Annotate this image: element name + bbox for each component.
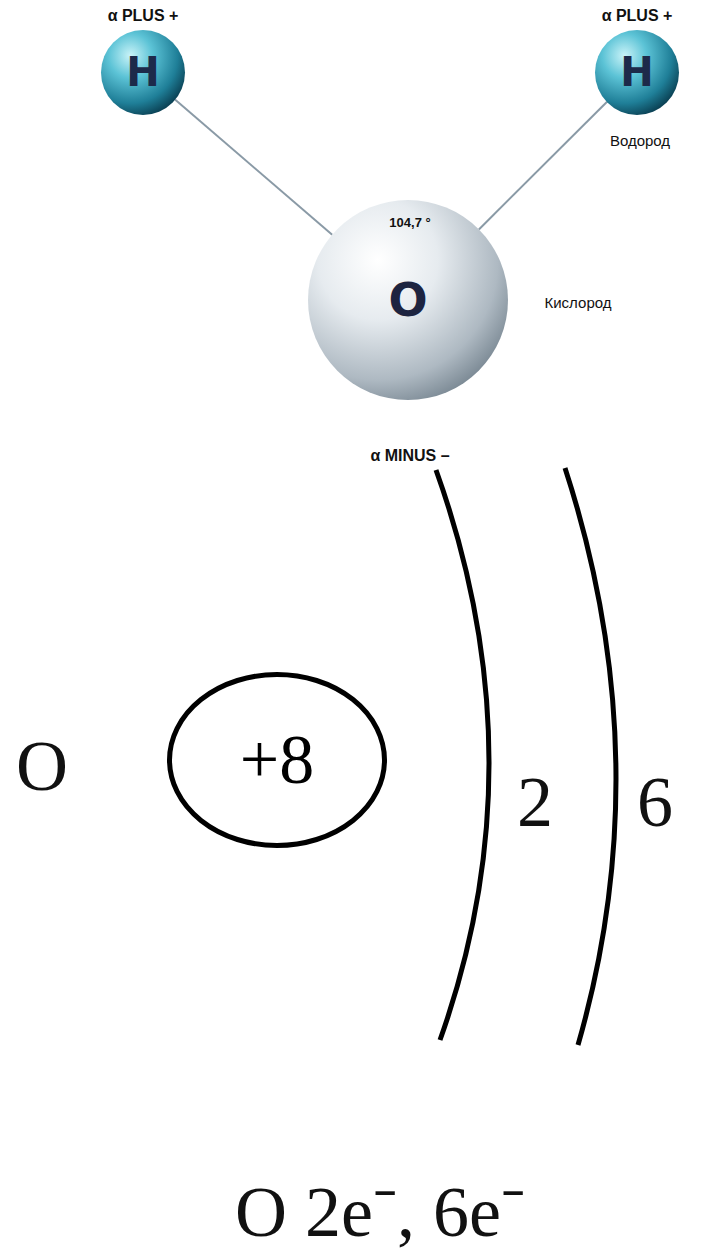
electron-configuration: O 2e⁻, 6e⁻ — [235, 1159, 525, 1253]
hydrogen-atom: H — [101, 30, 185, 115]
node-text: H — [126, 49, 159, 95]
atom-sphere — [595, 30, 679, 115]
nucleus: +8 — [167, 672, 387, 848]
node-text: +8 — [240, 720, 314, 800]
atom-name: Водород — [610, 132, 670, 149]
nucleus-outline — [170, 675, 385, 846]
bond-line — [175, 100, 332, 235]
charge-label: α MINUS – — [370, 447, 449, 465]
electron-shell-2 — [565, 468, 616, 1045]
electron-count: 6 — [637, 761, 673, 844]
hydrogen-atom: H — [595, 30, 679, 115]
charge-label: α PLUS + — [602, 7, 673, 25]
bond-line — [479, 102, 607, 230]
element-symbol: O — [16, 725, 68, 808]
electron-shell-1 — [436, 470, 489, 1040]
node-text: O — [388, 273, 427, 327]
atom-name: Кислород — [545, 294, 612, 311]
angle-label: 104,7 ° — [389, 215, 430, 230]
electron-count: 2 — [517, 761, 553, 844]
atom-sphere — [101, 30, 185, 115]
node-text: H — [620, 49, 653, 95]
oxygen-atom: O — [308, 200, 508, 400]
charge-label: α PLUS + — [108, 7, 179, 25]
atom-sphere — [308, 200, 508, 400]
